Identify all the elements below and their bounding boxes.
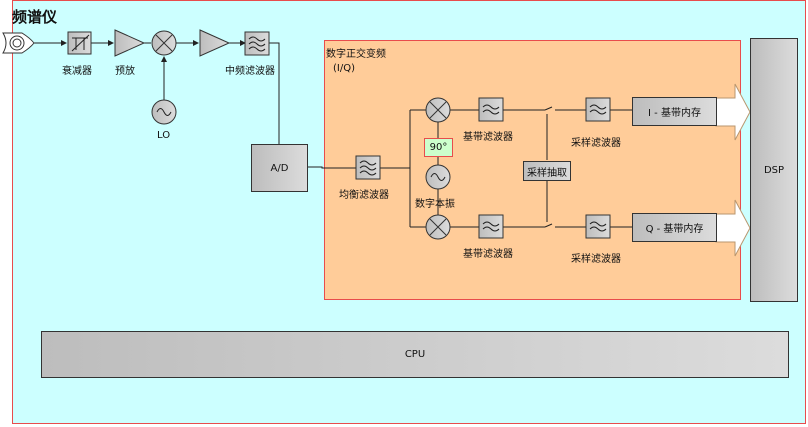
cpu-block: CPU xyxy=(41,331,789,378)
baseband-filter-i-label: 基带滤波器 xyxy=(463,132,513,143)
dsp-block: DSP xyxy=(750,38,798,302)
iq-block-title: 数字正交变频 xyxy=(326,49,386,60)
eq-filter-icon xyxy=(355,155,381,180)
i-to-dsp-arrow xyxy=(715,83,751,141)
iq-block-subtitle: (I/Q) xyxy=(333,63,355,74)
preamp-label: 预放 xyxy=(115,66,135,77)
baseband-filter-i-icon xyxy=(478,97,504,122)
i-mixer-icon xyxy=(425,97,451,123)
rf-mixer-icon xyxy=(151,30,177,56)
decimation-block: 采样抽取 xyxy=(523,161,571,181)
digital-lo-label: 数字本振 xyxy=(415,199,455,210)
preamp-icon xyxy=(114,29,146,57)
if-filter-label: 中频滤波器 xyxy=(225,66,275,77)
if-amp-icon xyxy=(199,29,231,57)
antenna-icon xyxy=(2,32,35,54)
baseband-filter-q-label: 基带滤波器 xyxy=(463,249,513,260)
digital-lo-icon xyxy=(425,164,451,190)
if-filter-icon xyxy=(244,31,270,56)
lo-oscillator-icon xyxy=(151,99,177,125)
lo-label: LO xyxy=(157,130,171,141)
sample-filter-q-label: 采样滤波器 xyxy=(571,254,621,265)
sample-filter-i-label: 采样滤波器 xyxy=(571,138,621,149)
sample-filter-i-icon xyxy=(585,97,611,122)
ad-converter: A/D xyxy=(251,144,308,192)
q-to-dsp-arrow xyxy=(715,199,751,257)
attenuator-label: 衰减器 xyxy=(62,66,92,77)
sample-filter-q-icon xyxy=(585,214,611,239)
phase-shift-90: 90° xyxy=(424,138,453,157)
i-baseband-memory: I - 基带内存 xyxy=(632,97,717,126)
q-mixer-icon xyxy=(425,214,451,240)
baseband-filter-q-icon xyxy=(478,214,504,239)
attenuator-icon xyxy=(67,31,92,55)
eq-filter-label: 均衡滤波器 xyxy=(339,190,389,201)
q-baseband-memory: Q - 基带内存 xyxy=(632,213,717,242)
diagram-title: 频谱仪 xyxy=(12,8,58,26)
